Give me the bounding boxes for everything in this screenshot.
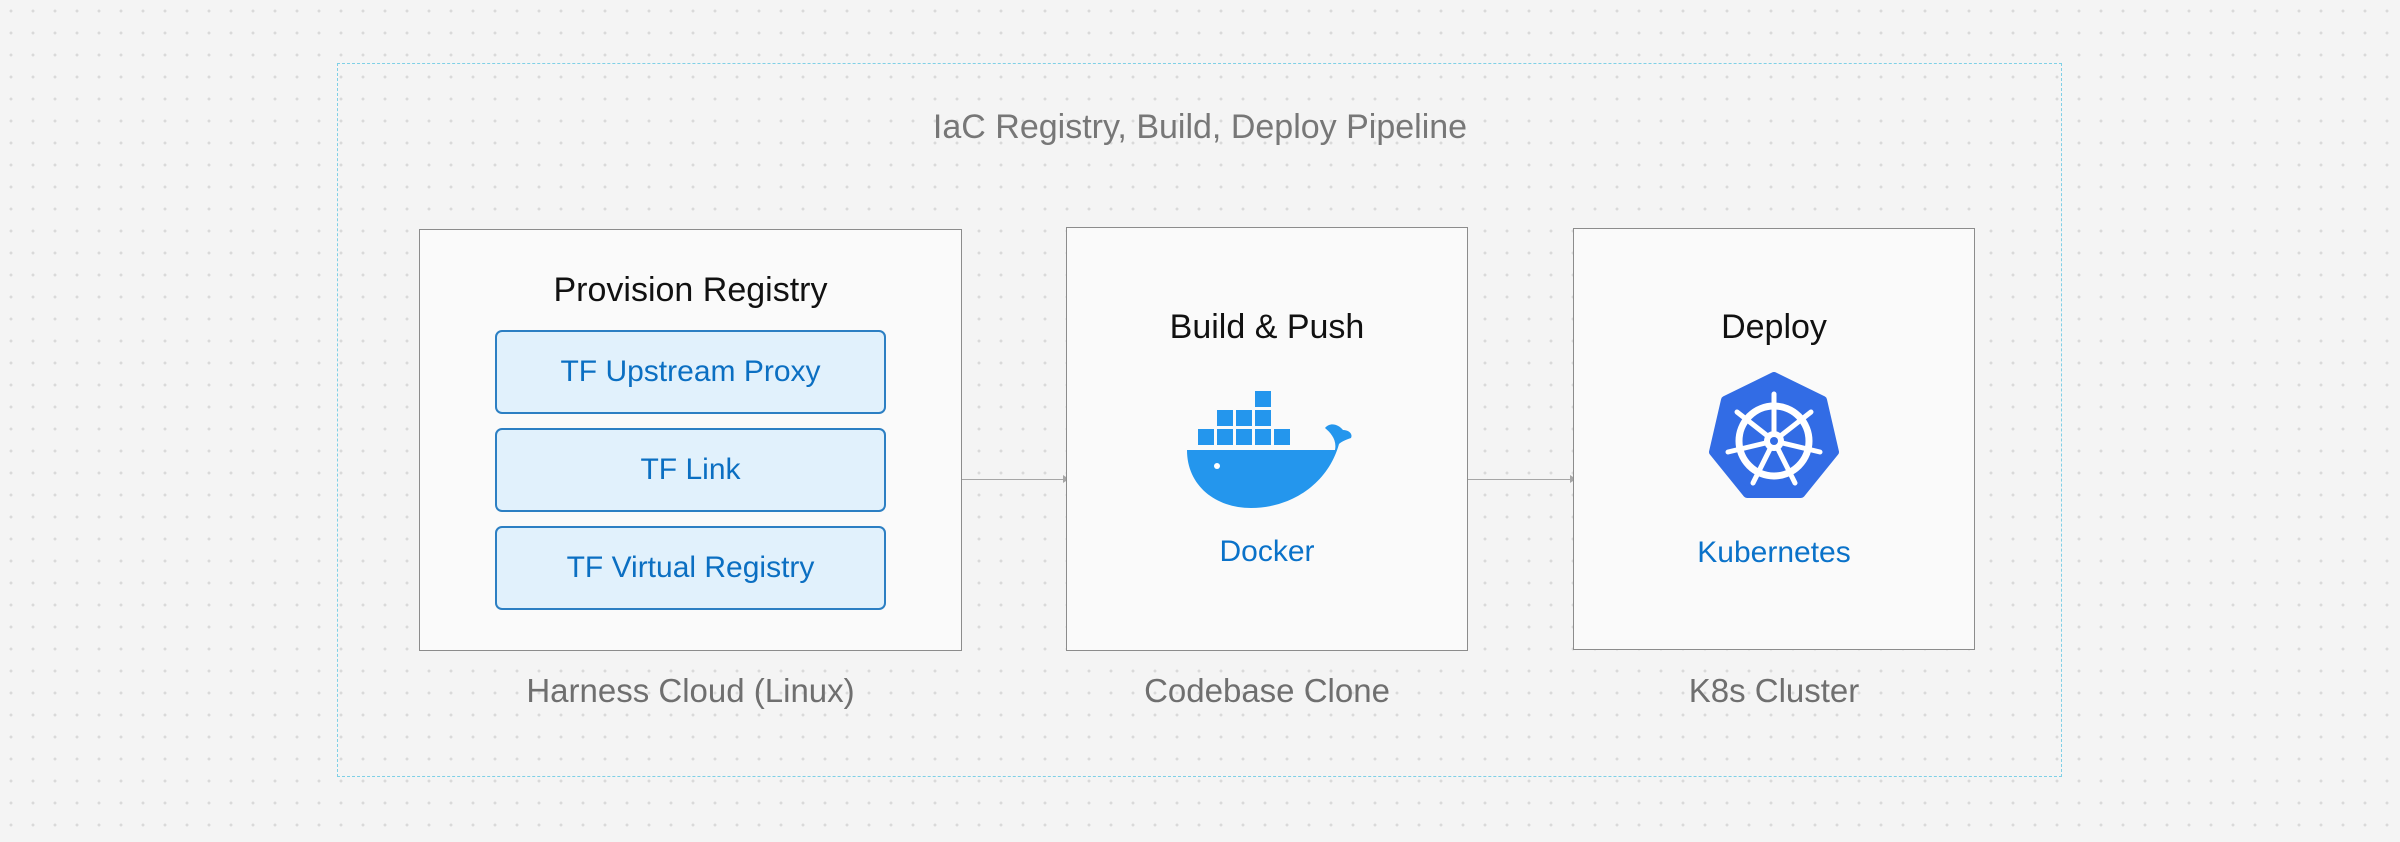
stage-caption: K8s Cluster xyxy=(1688,672,1860,709)
kubernetes-label: Kubernetes xyxy=(1697,536,1851,569)
stage-title: Build & Push xyxy=(1169,308,1365,346)
stage-build-push: Build & Push Docker xyxy=(1066,227,1468,651)
stage-caption: Codebase Clone xyxy=(1144,672,1390,709)
pipeline-group xyxy=(337,63,2062,777)
connector-arrow xyxy=(1468,475,1576,483)
docker-label: Docker xyxy=(1219,535,1315,568)
stage-title: Deploy xyxy=(1721,308,1827,346)
tf-upstream-proxy-box: TF Upstream Proxy xyxy=(495,330,886,414)
kubernetes-helm-icon xyxy=(1709,372,1839,498)
pipeline-title: IaC Registry, Build, Deploy Pipeline xyxy=(932,108,1468,146)
stage-caption: Harness Cloud (Linux) xyxy=(526,672,855,709)
docker-whale-icon xyxy=(1187,391,1352,508)
tf-link-box: TF Link xyxy=(495,428,886,512)
tf-virtual-registry-box: TF Virtual Registry xyxy=(495,526,886,610)
stage-provision-registry: Provision Registry TF Upstream Proxy TF … xyxy=(419,229,962,651)
stage-deploy: Deploy Kubernetes xyxy=(1573,228,1975,650)
connector-arrow xyxy=(962,475,1069,483)
stage-title: Provision Registry xyxy=(553,271,828,309)
